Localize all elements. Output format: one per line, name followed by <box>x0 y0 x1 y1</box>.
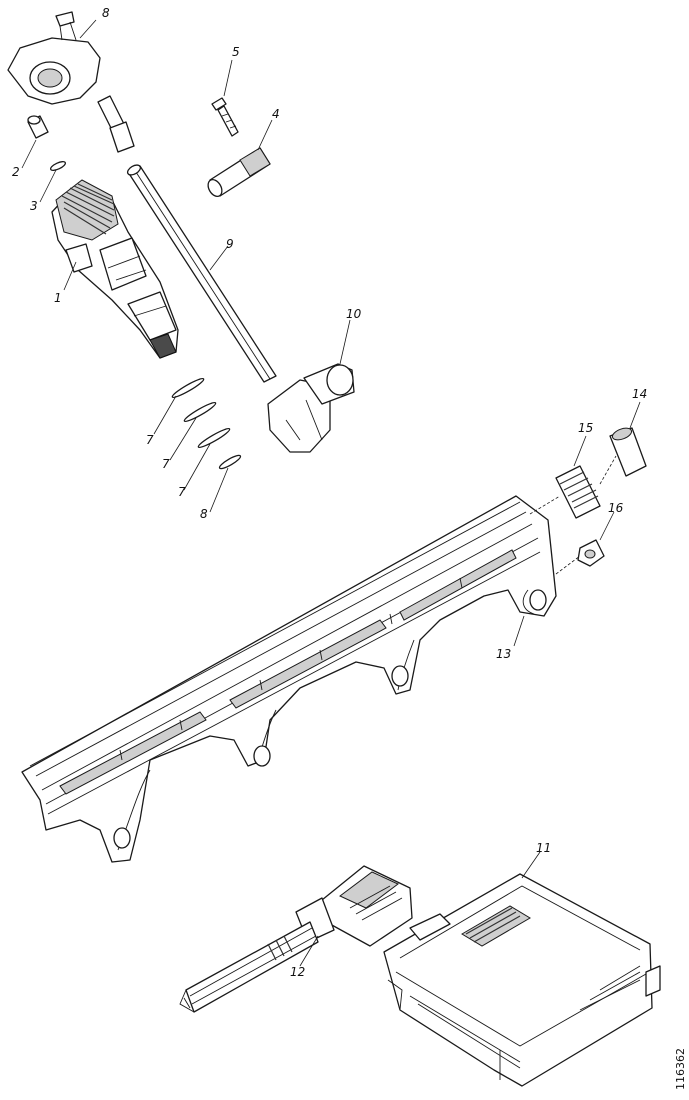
sleeve-4 <box>207 147 271 198</box>
label-10: 10 <box>346 307 362 321</box>
label-11: 11 <box>536 841 551 855</box>
label-15: 15 <box>578 421 593 435</box>
label-3: 3 <box>30 199 38 213</box>
leader-lines-upper <box>21 19 351 513</box>
leader-lines-middle <box>513 401 641 647</box>
label-16: 16 <box>608 501 624 515</box>
label-12: 12 <box>290 965 305 979</box>
bolt-5 <box>211 97 239 137</box>
unit-injector <box>51 179 179 359</box>
label-5: 5 <box>232 45 240 59</box>
label-4: 4 <box>272 107 280 121</box>
label-13: 13 <box>496 647 511 661</box>
label-9: 9 <box>226 237 234 251</box>
gear-15 <box>555 465 601 519</box>
label-8-bottom: 8 <box>200 507 208 521</box>
push-rod <box>97 95 277 383</box>
nut-16 <box>577 539 605 567</box>
label-7a: 7 <box>146 433 154 447</box>
leader-lines-lower <box>299 851 541 967</box>
label-1: 1 <box>54 291 62 305</box>
label-7b: 7 <box>162 457 170 471</box>
o-ring-set <box>171 377 242 470</box>
harness-connector <box>179 865 451 1013</box>
roller-tappet <box>267 363 355 453</box>
plug-2 <box>27 115 49 139</box>
rail-assembly <box>21 495 557 863</box>
label-8-top: 8 <box>102 6 110 20</box>
control-unit <box>383 873 661 1087</box>
cap-14 <box>609 427 647 477</box>
label-2: 2 <box>12 165 20 179</box>
rocker-arm <box>7 11 101 105</box>
figure-reference-number: 116362 <box>674 1048 687 1090</box>
part-labels: 8 5 4 2 3 9 1 10 7 7 7 8 14 15 16 13 11 … <box>12 6 647 979</box>
seal-ring-3 <box>49 161 67 171</box>
label-7c: 7 <box>178 485 186 499</box>
label-14: 14 <box>632 387 647 401</box>
